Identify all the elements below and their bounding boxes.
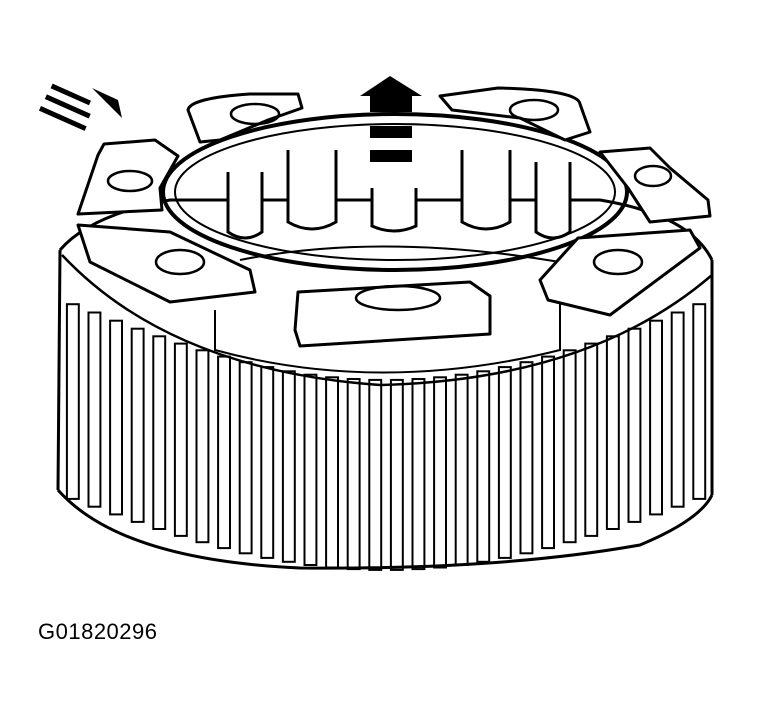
roller <box>460 150 512 231</box>
gear-tooth <box>584 342 599 537</box>
gear-tooth <box>411 378 426 571</box>
gear-tooth <box>130 327 145 523</box>
gear-ring-bottom-edge <box>56 489 714 570</box>
gear-tooth <box>454 373 469 567</box>
gear-tooth <box>152 335 167 530</box>
gear-tooth <box>260 366 275 559</box>
gear-tooth <box>217 355 232 550</box>
gear-tooth <box>562 349 577 544</box>
clip-lower-right <box>538 228 702 317</box>
rotation-arrow-icon <box>38 83 122 131</box>
gear-tooth <box>109 319 123 516</box>
figure-code-label: G01820296 <box>38 619 158 644</box>
gear-tooth <box>325 376 340 569</box>
gear-tooth <box>670 311 685 508</box>
gear-ring-upper-rim <box>61 254 713 387</box>
gear-tooth <box>519 361 534 555</box>
clip-top-right <box>438 86 592 142</box>
gear-tooth <box>368 378 383 571</box>
gear-tooth <box>433 376 448 569</box>
roller <box>370 188 418 233</box>
clutch-rollers <box>226 150 572 240</box>
inner-bore-wall <box>214 300 561 374</box>
clip-front <box>293 280 492 348</box>
outer-gear-teeth <box>65 303 707 571</box>
inner-bore-floor <box>239 245 561 263</box>
roller-clips <box>76 86 712 348</box>
gear-tooth <box>195 349 210 544</box>
gear-tooth <box>281 370 296 563</box>
clip-top-left <box>186 92 304 144</box>
gear-tooth <box>476 370 491 563</box>
gear-tooth <box>346 378 361 571</box>
roller <box>286 150 338 231</box>
gear-ring-left-side <box>56 249 62 491</box>
gear-tooth <box>692 303 707 500</box>
gear-tooth <box>238 361 253 555</box>
retaining-ring-outer <box>161 112 629 272</box>
lift-arrow-icon <box>360 76 422 162</box>
gear-tooth <box>497 366 512 559</box>
gear-tooth <box>605 335 620 530</box>
gear-tooth <box>541 355 555 550</box>
gear-tooth <box>173 342 188 537</box>
gear-tooth <box>627 327 642 523</box>
gear-tooth <box>65 303 80 500</box>
retaining-ring-inner <box>174 123 616 261</box>
clip-right <box>598 146 712 224</box>
gear-tooth <box>303 373 318 567</box>
clip-lower-left <box>76 223 257 304</box>
gear-tooth <box>87 311 102 508</box>
gear-tooth <box>389 378 404 571</box>
gear-tooth <box>649 319 663 516</box>
roller <box>534 162 572 240</box>
clip-left <box>76 138 180 216</box>
roller <box>226 172 264 240</box>
